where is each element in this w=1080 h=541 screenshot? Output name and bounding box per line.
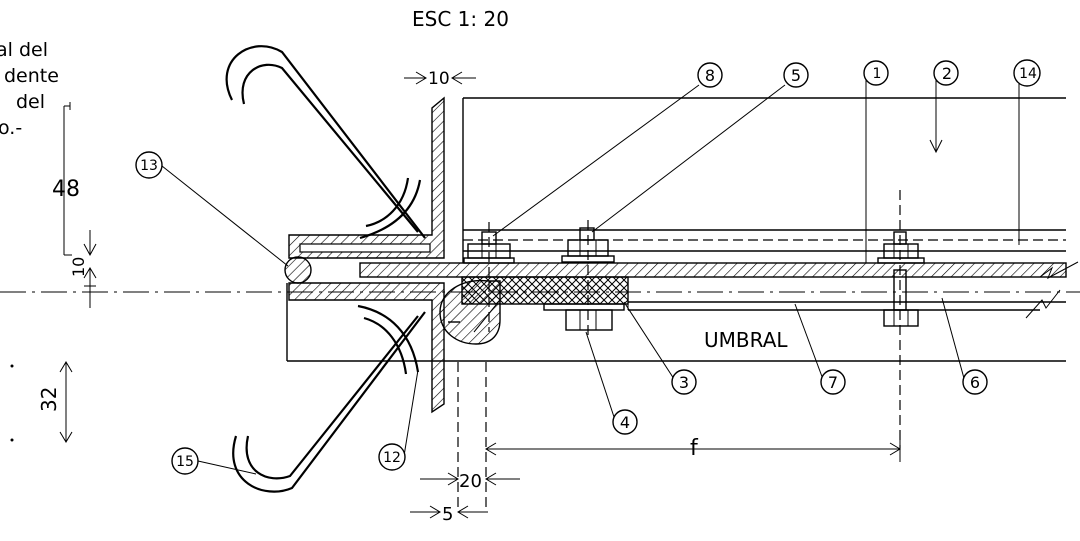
callout-15: 15 bbox=[171, 447, 199, 475]
callout-4: 4 bbox=[612, 409, 638, 435]
dimension-32: 32 bbox=[10, 361, 73, 443]
lower-clip-hook-inner bbox=[363, 316, 408, 375]
dimension-10-top: 10 bbox=[404, 69, 476, 89]
upper-clip-hook bbox=[359, 179, 422, 240]
callout-4-label: 4 bbox=[620, 413, 630, 432]
dimension-f: f bbox=[485, 436, 901, 462]
top-plate bbox=[359, 262, 1067, 278]
dimension-20: 20 bbox=[420, 362, 520, 512]
callout-14-label: 14 bbox=[1019, 66, 1037, 82]
dimension-10-vertical-label: 10 bbox=[69, 257, 88, 277]
callout-8: 8 bbox=[697, 62, 723, 88]
callout-13-label: 13 bbox=[140, 158, 158, 174]
lower-clip-hook bbox=[357, 304, 420, 373]
callout-1: 1 bbox=[863, 60, 889, 86]
side-note-line-1: al del bbox=[0, 39, 48, 61]
side-note-line-4: o.- bbox=[0, 117, 22, 139]
break-mark-top bbox=[1039, 261, 1079, 280]
callout-6: 6 bbox=[962, 369, 988, 395]
break-mark-bottom bbox=[1025, 289, 1061, 319]
upper-spring-clip-inner bbox=[241, 63, 419, 233]
callout-5-label: 5 bbox=[791, 66, 801, 85]
round-gasket bbox=[284, 256, 312, 284]
side-note-line-3: del bbox=[16, 91, 45, 113]
lower-rail bbox=[627, 277, 1066, 311]
callout-1-label: 1 bbox=[873, 66, 882, 82]
callout-2-label: 2 bbox=[942, 64, 952, 83]
callout-15-label: 15 bbox=[176, 454, 194, 470]
callout-12: 12 bbox=[378, 443, 406, 471]
upper-clip-hook-inner bbox=[365, 177, 410, 228]
seal-bulb bbox=[439, 279, 501, 345]
callout-2: 2 bbox=[933, 60, 959, 86]
callout-5: 5 bbox=[783, 62, 809, 88]
callout-7-label: 7 bbox=[828, 373, 838, 392]
side-note-line-2: dente bbox=[4, 65, 59, 87]
callout-3: 3 bbox=[671, 369, 697, 395]
upper-spring-clip bbox=[225, 45, 426, 239]
lower-angle-profile bbox=[288, 282, 445, 414]
lower-spring-clip-inner bbox=[245, 315, 419, 480]
upper-frame bbox=[462, 97, 1066, 263]
dimension-5: 5 bbox=[410, 504, 488, 525]
dimension-10-top-label: 10 bbox=[428, 69, 450, 89]
upper-angle-inner bbox=[299, 243, 431, 253]
dimension-48-label: 48 bbox=[52, 177, 80, 202]
dimension-32-label: 32 bbox=[37, 387, 61, 412]
scale-title: ESC 1: 20 bbox=[412, 7, 509, 31]
dimension-20-label: 20 bbox=[459, 471, 482, 492]
dimension-5-label: 5 bbox=[442, 504, 453, 525]
callout-13: 13 bbox=[135, 151, 163, 179]
lower-spring-clip bbox=[232, 311, 426, 493]
callout-8-label: 8 bbox=[705, 66, 715, 85]
callout-3-label: 3 bbox=[679, 373, 689, 392]
upper-angle-profile bbox=[288, 96, 445, 259]
callout-12-label: 12 bbox=[383, 450, 401, 466]
dimension-48: 48 bbox=[52, 102, 97, 257]
threshold-label: UMBRAL bbox=[704, 328, 788, 352]
dimension-f-label: f bbox=[690, 436, 699, 461]
callout-6-label: 6 bbox=[970, 373, 980, 392]
callout-14: 14 bbox=[1013, 59, 1041, 87]
dimension-10-vertical: 10 bbox=[69, 257, 97, 308]
bolt-center bbox=[543, 220, 625, 340]
callout-7: 7 bbox=[820, 369, 846, 395]
bolt-right bbox=[877, 190, 925, 448]
